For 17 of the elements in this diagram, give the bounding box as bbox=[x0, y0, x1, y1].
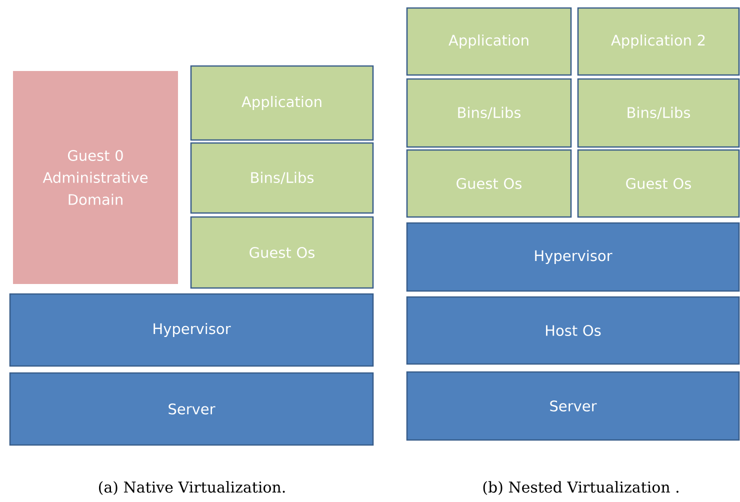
layer-box: Guest Os bbox=[190, 216, 374, 289]
layer-box: Server bbox=[9, 372, 374, 446]
layer-box: Bins/Libs bbox=[406, 78, 572, 148]
layer-box: Guest 0 Administrative Domain bbox=[13, 71, 178, 284]
layer-box: Application 2 bbox=[577, 7, 740, 76]
caption: (a) Native Virtualization. bbox=[99, 481, 285, 495]
layer-box: Host Os bbox=[406, 296, 740, 365]
layer-box: Server bbox=[406, 371, 740, 441]
layer-box: Bins/Libs bbox=[577, 78, 740, 148]
layer-box: Application bbox=[406, 7, 572, 76]
caption: (b) Nested Virtualization . bbox=[483, 481, 678, 495]
layer-box: Hypervisor bbox=[9, 293, 374, 367]
layer-box: Bins/Libs bbox=[190, 142, 374, 214]
layer-box: Guest Os bbox=[406, 149, 572, 218]
layer-box: Guest Os bbox=[577, 149, 740, 218]
layer-box: Hypervisor bbox=[406, 222, 740, 292]
layer-box: Application bbox=[190, 65, 374, 141]
